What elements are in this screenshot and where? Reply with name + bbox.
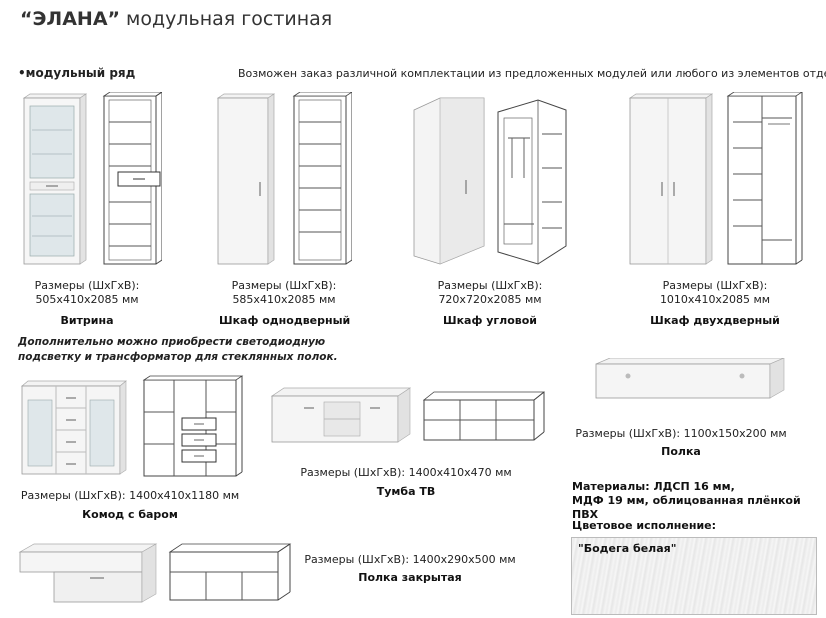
- tumba-closed-image: [270, 387, 412, 443]
- extra-lighting-note: Дополнительно можно приобрести светодиод…: [18, 336, 338, 363]
- komod-closed-image: [21, 380, 127, 475]
- polka-name: Полка: [661, 445, 701, 458]
- shkaf-odnodverny-name: Шкаф однодверный: [219, 314, 351, 327]
- polka-closed-dims: Размеры (ШхГхВ): 1400х290х500 мм: [304, 553, 516, 566]
- vitrina-closed-image: [22, 93, 88, 265]
- vitrina-dims-label: Размеры (ШхГхВ):: [34, 279, 140, 292]
- color-swatch: "Бодега белая": [571, 537, 817, 615]
- shkaf-odnodverny-dims-label: Размеры (ШхГхВ):: [231, 279, 337, 292]
- polka-closed-open-image: [168, 543, 292, 601]
- shkaf-dvukhdverny-size: 1010х410х2085 мм: [659, 293, 771, 306]
- shkaf-uglovoy-open-image: [497, 99, 567, 265]
- shkaf-uglovoy-closed-image: [413, 97, 485, 265]
- color-name: "Бодега белая": [578, 542, 677, 555]
- configuration-note: Возможен заказ различной комплектации из…: [238, 67, 826, 80]
- shkaf-dvukhdverny-name: Шкаф двухдверный: [650, 314, 780, 327]
- tumba-name: Тумба ТВ: [376, 485, 436, 498]
- shkaf-odnodverny-open-image: [292, 92, 352, 265]
- polka-closed-name: Полка закрытая: [358, 571, 462, 584]
- tumba-dims: Размеры (ШхГхВ): 1400х410х470 мм: [300, 466, 512, 479]
- shkaf-dvukhdverny-open-image: [726, 92, 803, 265]
- shkaf-uglovoy-name: Шкаф угловой: [443, 314, 537, 327]
- shkaf-dvukhdverny-dims-label: Размеры (ШхГхВ):: [662, 279, 768, 292]
- polka-image: [595, 358, 785, 399]
- komod-name: Комод с баром: [82, 508, 178, 521]
- shkaf-odnodverny-closed-image: [216, 93, 276, 265]
- section-label: •модульный ряд: [18, 66, 136, 80]
- polka-dims: Размеры (ШхГхВ): 1100х150х200 мм: [575, 427, 787, 440]
- shkaf-uglovoy-size: 720х720х2085 мм: [438, 293, 542, 306]
- vitrina-size: 505х410х2085 мм: [35, 293, 139, 306]
- shkaf-uglovoy-dims-label: Размеры (ШхГхВ):: [437, 279, 543, 292]
- tumba-open-image: [422, 391, 546, 441]
- shkaf-odnodverny-size: 585х410х2085 мм: [232, 293, 336, 306]
- shkaf-dvukhdverny-closed-image: [628, 93, 714, 265]
- color-header: Цветовое исполнение:: [572, 519, 717, 532]
- komod-open-image: [142, 375, 244, 477]
- materials-text: Материалы: ЛДСП 16 мм, МДФ 19 мм, облицо…: [572, 480, 801, 521]
- vitrina-name: Витрина: [60, 314, 114, 327]
- page-title: “ЭЛАНА” модульная гостиная: [20, 8, 333, 30]
- polka-closed-image: [18, 543, 158, 603]
- komod-dims: Размеры (ШхГхВ): 1400х410х1180 мм: [20, 489, 240, 502]
- vitrina-open-image: [102, 92, 162, 265]
